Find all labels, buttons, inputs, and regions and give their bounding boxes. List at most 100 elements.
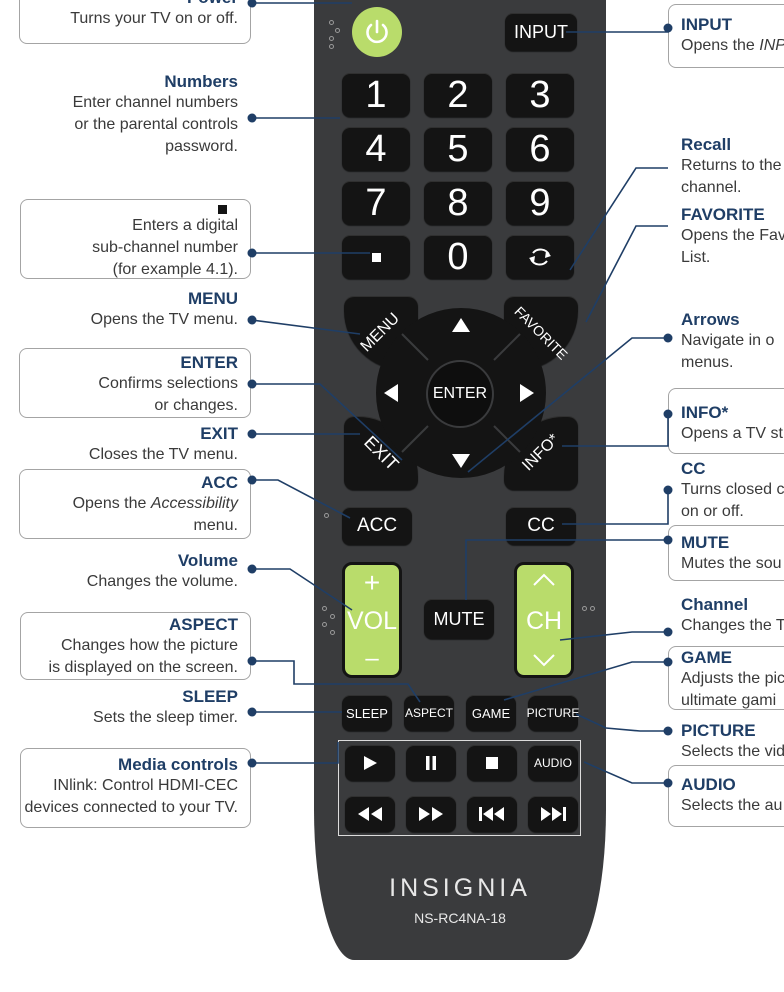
- number-1-button[interactable]: 1: [342, 73, 410, 117]
- number-4-button[interactable]: 4: [342, 127, 410, 171]
- callout-sleep-title: SLEEP: [182, 687, 238, 706]
- callout-media: Media controls INlink: Control HDMI-CEC …: [25, 755, 238, 819]
- callout-sleep: SLEEP Sets the sleep timer.: [93, 687, 238, 729]
- game-button[interactable]: GAME: [466, 695, 516, 731]
- number-8-button[interactable]: 8: [424, 181, 492, 225]
- callout-audio-box: [668, 765, 784, 827]
- acc-button[interactable]: ACC: [342, 507, 412, 545]
- callout-cc-desc: on or off.: [681, 503, 744, 520]
- down-arrow-icon[interactable]: [452, 454, 470, 468]
- callout-audio: AUDIO Selects the au: [681, 775, 782, 817]
- number-3-button[interactable]: 3: [506, 73, 574, 117]
- callout-input-box: [668, 4, 784, 68]
- callout-exit: EXIT Closes the TV menu.: [89, 424, 238, 466]
- callout-mute-desc: Mutes the sou: [681, 555, 782, 572]
- callout-sleep-desc: Sets the sleep timer.: [93, 709, 238, 726]
- callout-volume: Volume Changes the volume.: [87, 551, 238, 593]
- rewind-button[interactable]: [345, 796, 395, 832]
- number-7-button[interactable]: 7: [342, 181, 410, 225]
- right-arrow-icon[interactable]: [520, 384, 534, 402]
- channel-label: CH: [525, 607, 563, 635]
- callout-game-desc: ultimate gami: [681, 692, 777, 709]
- callout-game: GAME Adjusts the pic ultimate gami: [681, 648, 784, 712]
- callout-channel-desc: Changes the T: [681, 617, 784, 634]
- volume-up-button[interactable]: +: [363, 567, 381, 598]
- callout-enter-desc: or changes.: [154, 397, 238, 414]
- callout-acc-box: [19, 469, 251, 539]
- callout-audio-desc: Selects the au: [681, 797, 783, 814]
- callout-cc: CC Turns closed ca on or off.: [681, 459, 784, 523]
- callout-media-title: Media controls: [118, 755, 238, 774]
- callout-menu: MENU Opens the TV menu.: [91, 289, 238, 331]
- play-button[interactable]: [345, 745, 395, 781]
- callout-info: INFO* Opens a TV st: [681, 403, 783, 445]
- number-0-button[interactable]: 0: [424, 235, 492, 279]
- skip-forward-button[interactable]: [528, 796, 578, 832]
- callout-mute-box: [668, 525, 784, 581]
- callout-numbers-desc: or the parental controls: [74, 116, 238, 133]
- volume-down-button[interactable]: –: [365, 645, 379, 672]
- callout-exit-desc: Closes the TV menu.: [88, 446, 238, 463]
- callout-input: INPUT Opens the INP: [681, 15, 784, 57]
- callout-picture: PICTURE Selects the vid: [681, 721, 784, 763]
- callout-acc-title: ACC: [201, 473, 238, 492]
- volume-rocker[interactable]: + VOL –: [342, 562, 402, 678]
- channel-down-icon[interactable]: [532, 653, 556, 667]
- callout-audio-title: AUDIO: [681, 775, 736, 794]
- number-5-button[interactable]: 5: [424, 127, 492, 171]
- enter-button[interactable]: ENTER: [428, 362, 492, 426]
- callout-input-desc: Opens the: [681, 37, 760, 54]
- callout-media-desc: INlink: Control HDMI-CEC: [53, 777, 238, 794]
- callout-aspect-box: [20, 612, 251, 680]
- picture-button[interactable]: PICTURE: [527, 695, 579, 731]
- callout-media-box: [20, 748, 251, 828]
- callout-arrows-desc: menus.: [681, 354, 734, 371]
- indicator-dot: [330, 630, 335, 635]
- dot-button[interactable]: [342, 235, 410, 279]
- callout-favorite: FAVORITE Opens the Fav List.: [681, 205, 784, 269]
- mute-button[interactable]: MUTE: [424, 599, 494, 639]
- audio-button[interactable]: AUDIO: [528, 745, 578, 781]
- callout-cc-title: CC: [681, 459, 706, 478]
- cc-button[interactable]: CC: [506, 507, 576, 545]
- callout-volume-title: Volume: [177, 551, 238, 570]
- callout-game-desc: Adjusts the pic: [681, 670, 784, 687]
- model-number: NS-RC4NA-18: [414, 910, 506, 926]
- left-arrow-icon[interactable]: [384, 384, 398, 402]
- input-button[interactable]: INPUT: [505, 13, 577, 51]
- callout-recall-desc: Returns to the: [681, 157, 782, 174]
- callout-dot-desc: (for example 4.1).: [112, 261, 238, 278]
- sleep-button[interactable]: SLEEP: [342, 695, 392, 731]
- aspect-button[interactable]: ASPECT: [404, 695, 454, 731]
- callout-favorite-desc: List.: [681, 249, 711, 266]
- callout-channel-title: Channel: [681, 595, 749, 614]
- dot-icon: [371, 252, 381, 262]
- callout-arrows-title: Arrows: [681, 310, 740, 329]
- dot-symbol-icon: [218, 205, 227, 214]
- recall-button[interactable]: [506, 235, 574, 279]
- callout-power-box: [19, 0, 251, 44]
- channel-rocker[interactable]: CH: [514, 562, 574, 678]
- up-arrow-icon[interactable]: [452, 318, 470, 332]
- callout-acc-desc: Opens the: [72, 495, 151, 512]
- pause-button[interactable]: [406, 745, 456, 781]
- callout-info-box: [668, 388, 784, 454]
- callout-input-desc-em: INP: [759, 37, 784, 54]
- number-2-button[interactable]: 2: [424, 73, 492, 117]
- callout-aspect-desc: Changes how the picture: [61, 637, 238, 654]
- indicator-dot: [329, 44, 334, 49]
- indicator-dot: [329, 36, 334, 41]
- number-6-button[interactable]: 6: [506, 127, 574, 171]
- indicator-dot: [329, 20, 334, 25]
- callout-recall-title: Recall: [681, 135, 732, 154]
- stop-icon: [486, 757, 498, 769]
- fast-forward-button[interactable]: [406, 796, 456, 832]
- stop-button[interactable]: [467, 745, 517, 781]
- skip-back-button[interactable]: [467, 796, 517, 832]
- channel-up-icon[interactable]: [532, 573, 556, 587]
- number-9-button[interactable]: 9: [506, 181, 574, 225]
- power-button[interactable]: [352, 7, 402, 57]
- callout-dot-box: [20, 199, 251, 279]
- callout-enter: ENTER Confirms selections or changes.: [98, 353, 238, 417]
